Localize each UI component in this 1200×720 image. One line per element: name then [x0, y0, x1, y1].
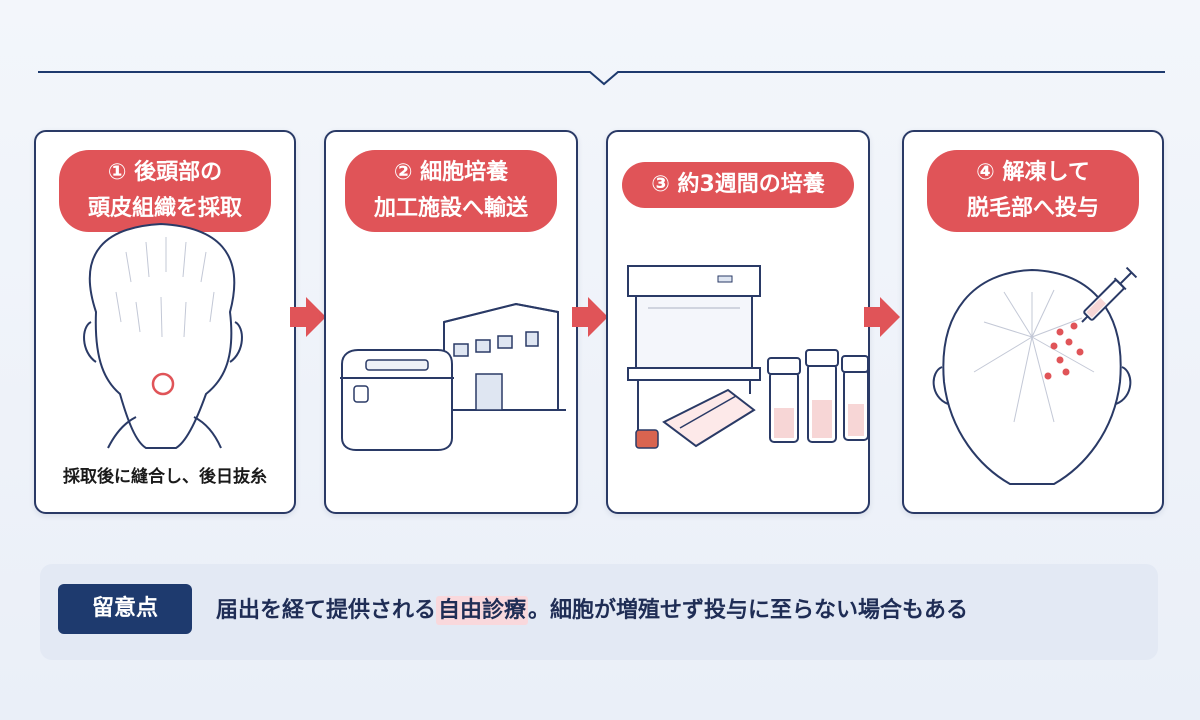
arrow-right-icon — [864, 297, 900, 337]
step-3-illustration — [627, 265, 868, 449]
step-card-2: ② 細胞培養 加工施設へ輸送 — [324, 130, 578, 514]
step-2-illustration — [340, 302, 566, 451]
step-4-title: ④ 解凍して 脱毛部へ投与 — [927, 150, 1139, 232]
note-highlight: 自由診療 — [436, 596, 529, 625]
step-2-title: ② 細胞培養 加工施設へ輸送 — [345, 150, 557, 232]
syringe-icon — [1081, 266, 1138, 323]
biosafety-cabinet-icon — [627, 265, 761, 432]
note-text: 届出を経て提供される自由診療。細胞が増殖せず投与に至らない場合もある — [216, 592, 969, 625]
vial-icon — [767, 349, 868, 443]
step-4-illustration — [932, 266, 1138, 485]
step-card-1: ① 後頭部の 頭皮組織を採取 採取後に縫合し、後日抜糸 — [34, 130, 296, 514]
step-card-4: ④ 解凍して 脱毛部へ投与 — [902, 130, 1164, 514]
factory-icon — [443, 302, 566, 411]
header-divider — [38, 71, 1165, 86]
cooler-box-icon — [340, 349, 454, 451]
note-badge: 留意点 — [58, 584, 192, 634]
step-1-title: ① 後頭部の 頭皮組織を採取 — [59, 150, 271, 232]
arrow-right-icon — [290, 297, 326, 337]
note-panel: 留意点 届出を経て提供される自由診療。細胞が増殖せず投与に至らない場合もある — [40, 564, 1158, 660]
step-1-caption: 採取後に縫合し、後日抜糸 — [63, 467, 267, 487]
head-back-icon — [83, 222, 243, 449]
step-3-title: ③ 約3週間の培養 — [622, 162, 854, 208]
arrow-right-icon — [572, 297, 608, 337]
culture-flask-icon — [635, 388, 756, 449]
step-card-3: ③ 約3週間の培養 — [606, 130, 870, 514]
note-text-before: 届出を経て提供される — [216, 598, 437, 623]
note-text-after: 。細胞が増殖せず投与に至らない場合もある — [528, 598, 969, 623]
